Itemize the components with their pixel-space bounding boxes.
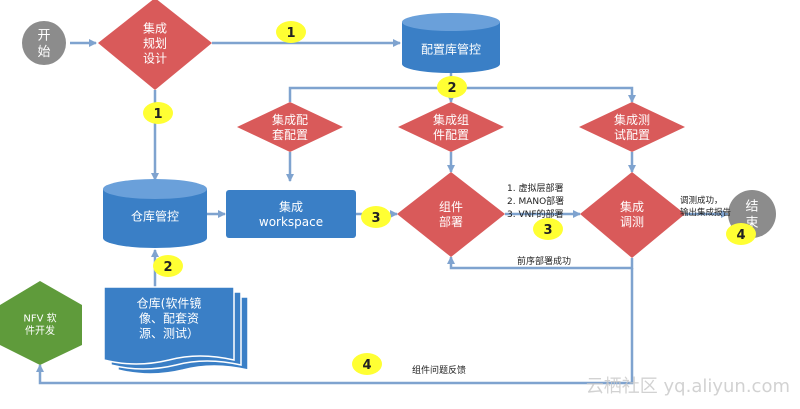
config-mgmt-label: 配置库管控 [421,41,481,56]
step-number: 4 [362,358,371,373]
step-badge-repo-to-warehouse: 2 [153,255,183,277]
step-badge-deploy-layer: 3 [533,218,563,240]
warehouse-mgmt-cylinder: 仓库管控 [103,179,207,248]
step-number: 4 [736,228,745,243]
step-number: 2 [163,260,172,275]
integration-test-label: 集成调测 [620,199,644,229]
component-deploy-diamond: 组件部署 [397,172,505,257]
plan-label: 集成规划设计 [143,20,167,65]
watermark: 云栖社区 yq.aliyun.com [586,376,790,397]
supporting-config-label: 集成配套配置 [272,112,308,142]
component-config-diamond: 集成组件配置 [398,102,504,152]
start-node: 开始 [22,21,66,65]
test-result-line: 输出集成报告 [680,207,731,218]
step-badge-plan-to-warehouse: 1 [143,102,173,124]
config-mgmt-cylinder: 配置库管控 [402,13,500,73]
supporting-config-diamond: 集成配套配置 [237,102,343,152]
step-number: 2 [447,81,456,96]
test-result-line: 调测成功， [680,195,723,206]
step-badge-plan-to-config: 1 [276,21,306,43]
step-badge-workspace-to-deploy: 3 [361,206,391,228]
step-badge-config-feed: 2 [437,76,467,98]
nfv-dev-hexagon: NFV 软件开发 [0,281,82,365]
feedback-loop [36,268,634,385]
test-result-note: 调测成功， 输出集成报告 [680,195,731,218]
nfv-dev-label: NFV 软件开发 [23,311,56,337]
plan-diamond: 集成规划设计 [98,0,212,90]
deploy-success-loop [447,256,634,270]
repository-stack: 仓库(软件镜像、配套资源、测试） [103,286,249,375]
deploy-list-item: 3. VNF的部署 [507,208,564,220]
deploy-list: 1. 虚拟层部署 2. MANO部署 3. VNF的部署 [507,182,564,220]
component-deploy-label: 组件部署 [439,200,463,229]
test-config-diamond: 集成测试配置 [579,102,685,152]
start-label: 开始 [37,29,50,60]
deploy-list-item: 2. MANO部署 [507,195,564,207]
deploy-list-item: 1. 虚拟层部署 [507,182,563,194]
component-config-label: 集成组件配置 [433,112,469,142]
warehouse-mgmt-label: 仓库管控 [131,208,179,223]
step-badge-test-to-end: 4 [726,223,756,245]
step-number: 3 [543,223,552,238]
feedback-label: 组件问题反馈 [412,364,466,376]
integration-test-diamond: 集成调测 [580,172,685,258]
deploy-success-label: 前序部署成功 [517,255,571,267]
step-number: 1 [286,26,295,41]
step-number: 1 [153,107,162,122]
step-number: 3 [371,211,380,226]
step-badge-feedback: 4 [352,353,382,375]
repository-label: 仓库(软件镜像、配套资源、测试） [137,295,202,340]
test-config-label: 集成测试配置 [614,112,650,142]
